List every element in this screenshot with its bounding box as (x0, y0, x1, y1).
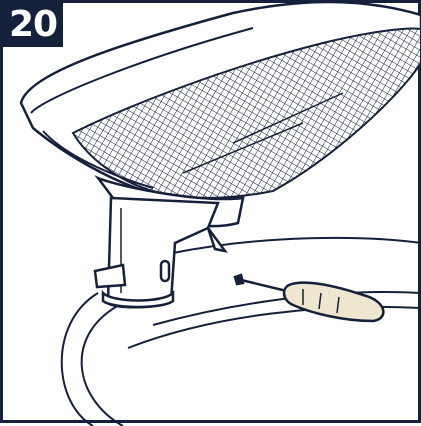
office-chair-seat-icon (19, 3, 421, 202)
step-number-badge: 20 (3, 3, 63, 47)
retaining-clip (93, 263, 175, 309)
assembly-illustration (19, 3, 421, 426)
gas-lift-column (106, 196, 228, 309)
screwdriver-icon (233, 273, 385, 323)
